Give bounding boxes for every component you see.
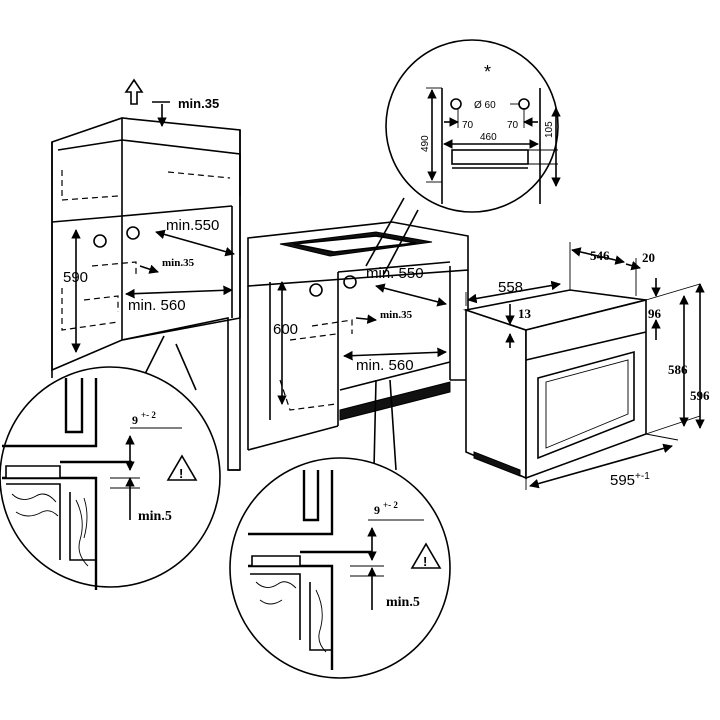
counter-width-label: min. 560 xyxy=(356,357,414,374)
detail-left-min-label: min.5 xyxy=(138,509,172,524)
detail-top-asterisk: * xyxy=(484,62,491,82)
detail-left-circle: 9+- 2 min.5 ! xyxy=(0,335,221,590)
vent-min-label: min.35 xyxy=(178,96,219,111)
counter-hole-right-icon xyxy=(343,275,357,289)
column-cabinet: min.35 min.550 590 min.35 min. 560 xyxy=(51,78,241,471)
column-height-label: 590 xyxy=(63,269,88,286)
oven-door-window xyxy=(537,350,635,460)
detail-top-height-label: 490 xyxy=(420,135,431,152)
detail-left-warning-mark: ! xyxy=(179,466,183,481)
detail-top-right-height-label: 105 xyxy=(544,121,555,138)
detail-left-gap-label: 9+- 2 xyxy=(132,410,156,427)
oven-height-body-label: 586 xyxy=(668,362,688,377)
detail-right-warning-mark: ! xyxy=(423,554,427,569)
counter-hole-left-icon xyxy=(309,283,323,297)
counter-inner-min-label: min.35 xyxy=(380,309,413,321)
detail-right-warning-icon xyxy=(410,542,442,569)
detail-right-min-label: min.5 xyxy=(386,595,420,610)
oven-height-total-label: 596 xyxy=(690,388,710,403)
oven: 558 546 20 13 96 586 596 595+-1 xyxy=(462,242,710,490)
vent-arrow-icon xyxy=(124,78,144,105)
column-depth-label: min.550 xyxy=(166,217,219,234)
detail-top-right-offset: 70 xyxy=(507,120,519,131)
column-hole-right-icon xyxy=(126,226,140,240)
detail-top-width-label: 460 xyxy=(480,132,497,143)
oven-width-label: 595+-1 xyxy=(610,471,650,489)
counter-cabinet: min. 550 600 min.35 min. 560 xyxy=(247,221,469,451)
detail-right-gap-label: 9+- 2 xyxy=(374,500,398,517)
oven-depth-body-label: 546 xyxy=(590,248,610,263)
oven-depth-total-label: 558 xyxy=(498,279,523,296)
column-hole-left-icon xyxy=(93,234,107,248)
detail-top-hole-label: Ø 60 xyxy=(474,100,496,111)
detail-left-warning-icon xyxy=(166,454,198,481)
counter-depth-label: min. 550 xyxy=(366,265,424,282)
plinth-vent-icon xyxy=(339,381,451,421)
oven-top-offset-label: 13 xyxy=(518,306,532,321)
column-inner-min-label: min.35 xyxy=(162,257,195,269)
column-width-label: min. 560 xyxy=(128,297,186,314)
detail-top-left-offset: 70 xyxy=(462,120,474,131)
counter-height-label: 600 xyxy=(273,321,298,338)
oven-front-label: 20 xyxy=(642,250,655,265)
detail-right-circle: 9+- 2 min.5 ! xyxy=(229,379,451,679)
oven-side-gap-label: 96 xyxy=(648,306,662,321)
detail-top-circle: * 490 Ø 60 70 70 460 105 xyxy=(365,39,561,275)
